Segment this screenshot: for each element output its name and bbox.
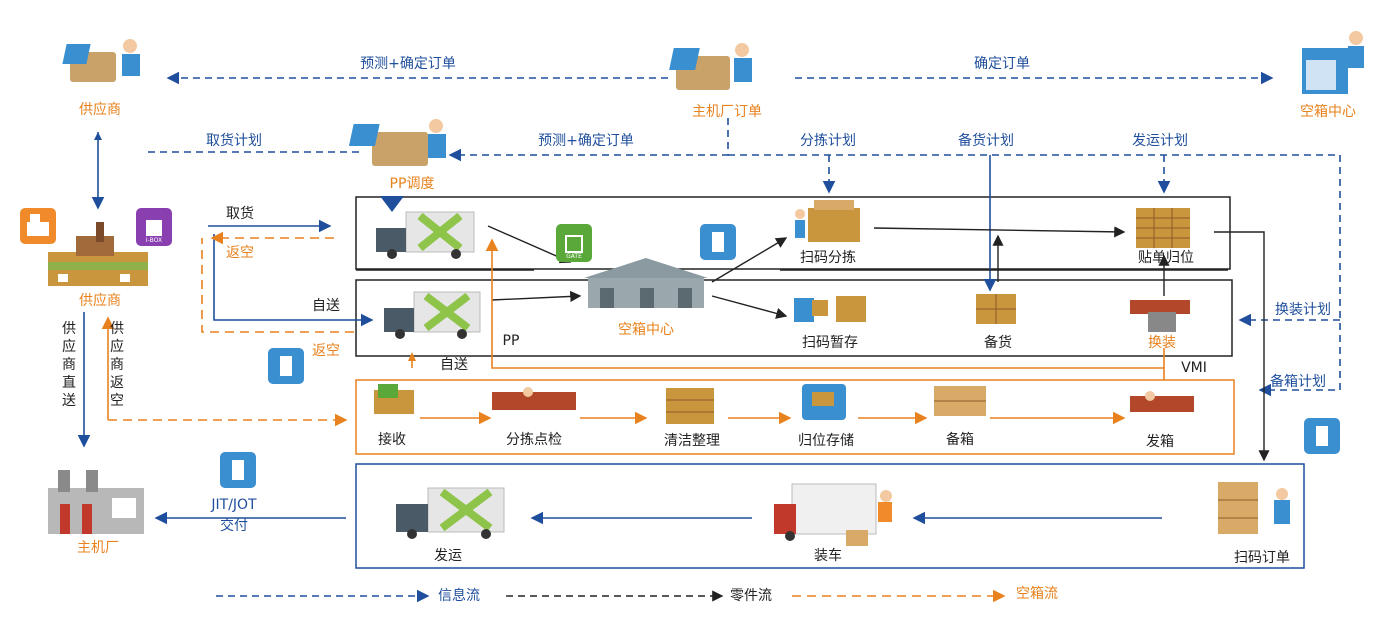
edge-supplier-direct: 供应商直送 [62, 321, 76, 409]
edge-jit-jot: JIT/JOT [211, 497, 257, 513]
label-return-icon [1136, 208, 1190, 248]
node-scan-order: 扫码订单 [1234, 550, 1290, 566]
edge-forecast-confirm-2: 预测+确定订单 [538, 133, 634, 149]
edge-sort-plan: 分拣计划 [800, 133, 856, 149]
node-empty-center-top: 空箱中心 [1300, 104, 1356, 120]
legend-empty-flow: 空箱流 [1016, 586, 1058, 602]
edge-forecast-confirm-1: 预测+确定订单 [360, 56, 456, 72]
node-label-return: 贴单归位 [1138, 250, 1194, 266]
register-icon [20, 208, 56, 244]
edge-return-empty-1: 返空 [226, 245, 254, 261]
pick-zone-box [355, 196, 1231, 270]
edge-self-delivery-2: 自送 [440, 357, 468, 373]
node-swap: 换装 [1148, 335, 1176, 351]
dispatch-truck-icon [396, 487, 505, 539]
node-pp-dispatch: PP调度 [389, 176, 435, 192]
pda-icon-4 [1304, 418, 1340, 454]
node-oem-order: 主机厂订单 [692, 104, 762, 120]
node-ship-box: 发箱 [1146, 434, 1174, 450]
node-oem: 主机厂 [77, 540, 119, 556]
edge-supplier-return: 供应商返空 [110, 321, 124, 409]
gate-tag: GATE [566, 253, 582, 260]
loading-truck-icon [774, 483, 892, 546]
supplier-factory-icon [48, 222, 148, 286]
pp-arrow-marker [380, 196, 404, 212]
empty-center-computer-icon [1302, 31, 1364, 94]
rfid-ibox-icon [136, 208, 172, 246]
edge-return-empty-2: 返空 [312, 343, 340, 359]
pda-icon-3 [220, 452, 256, 488]
scan-order-icon [1218, 482, 1290, 534]
edge-deliver: 交付 [220, 518, 248, 534]
temp-zone-box [355, 279, 1233, 357]
node-prep-box: 备箱 [946, 432, 974, 448]
edge-pickup: 取货 [226, 206, 254, 222]
ibox-tag: I-BOX [146, 237, 162, 244]
supplier-computer-icon [62, 39, 140, 82]
node-dispatch: 发运 [434, 548, 462, 564]
swap-icon [1130, 300, 1190, 332]
node-loading: 装车 [814, 548, 842, 564]
stock-icon [976, 294, 1016, 324]
oem-order-computer-icon [669, 43, 752, 90]
node-store: 归位存储 [798, 433, 854, 449]
empty-center-warehouse-icon [584, 258, 708, 308]
legend-parts-flow: 零件流 [730, 588, 772, 604]
rfid-gate-icon [556, 224, 592, 262]
edge-ship-plan: 发运计划 [1132, 133, 1188, 149]
node-stock: 备货 [984, 335, 1012, 351]
empty-box-zone [355, 379, 1235, 455]
oem-factory-icon [48, 470, 144, 534]
node-empty-center: 空箱中心 [618, 322, 674, 338]
node-clean: 清洁整理 [664, 433, 720, 449]
edge-pp: PP [502, 333, 520, 349]
node-supplier: 供应商 [79, 293, 121, 309]
node-receive: 接收 [378, 432, 406, 448]
scan-temp-icon [794, 296, 866, 322]
edge-swap-plan: 换装计划 [1275, 302, 1331, 318]
ship-box-icon [1130, 391, 1194, 412]
pda-icon-1 [700, 224, 736, 260]
edge-confirm-order: 确定订单 [974, 56, 1030, 72]
edge-vmi: VMI [1181, 360, 1207, 376]
pp-dispatch-computer-icon [348, 119, 446, 166]
receive-icon [374, 384, 414, 414]
legend-info-flow: 信息流 [438, 588, 480, 604]
scan-sort-icon [795, 200, 860, 242]
edge-prep-plan: 备箱计划 [1270, 374, 1326, 390]
pda-icon-2 [268, 348, 304, 384]
node-sort-check: 分拣点检 [506, 432, 562, 448]
store-icon [802, 384, 846, 420]
clean-icon [666, 388, 714, 424]
node-scan-sort: 扫码分拣 [800, 250, 856, 266]
node-supplier-top: 供应商 [79, 102, 121, 118]
prep-box-icon [934, 386, 986, 416]
edge-pickup-plan: 取货计划 [206, 133, 262, 149]
self-delivery-truck-icon [384, 291, 481, 339]
pickup-truck-icon [376, 211, 475, 259]
sort-check-icon [492, 387, 576, 410]
node-scan-temp: 扫码暂存 [802, 335, 858, 351]
shipping-zone-box [355, 463, 1305, 569]
edge-self-delivery-1: 自送 [312, 298, 340, 314]
edge-stock-plan: 备货计划 [958, 133, 1014, 149]
